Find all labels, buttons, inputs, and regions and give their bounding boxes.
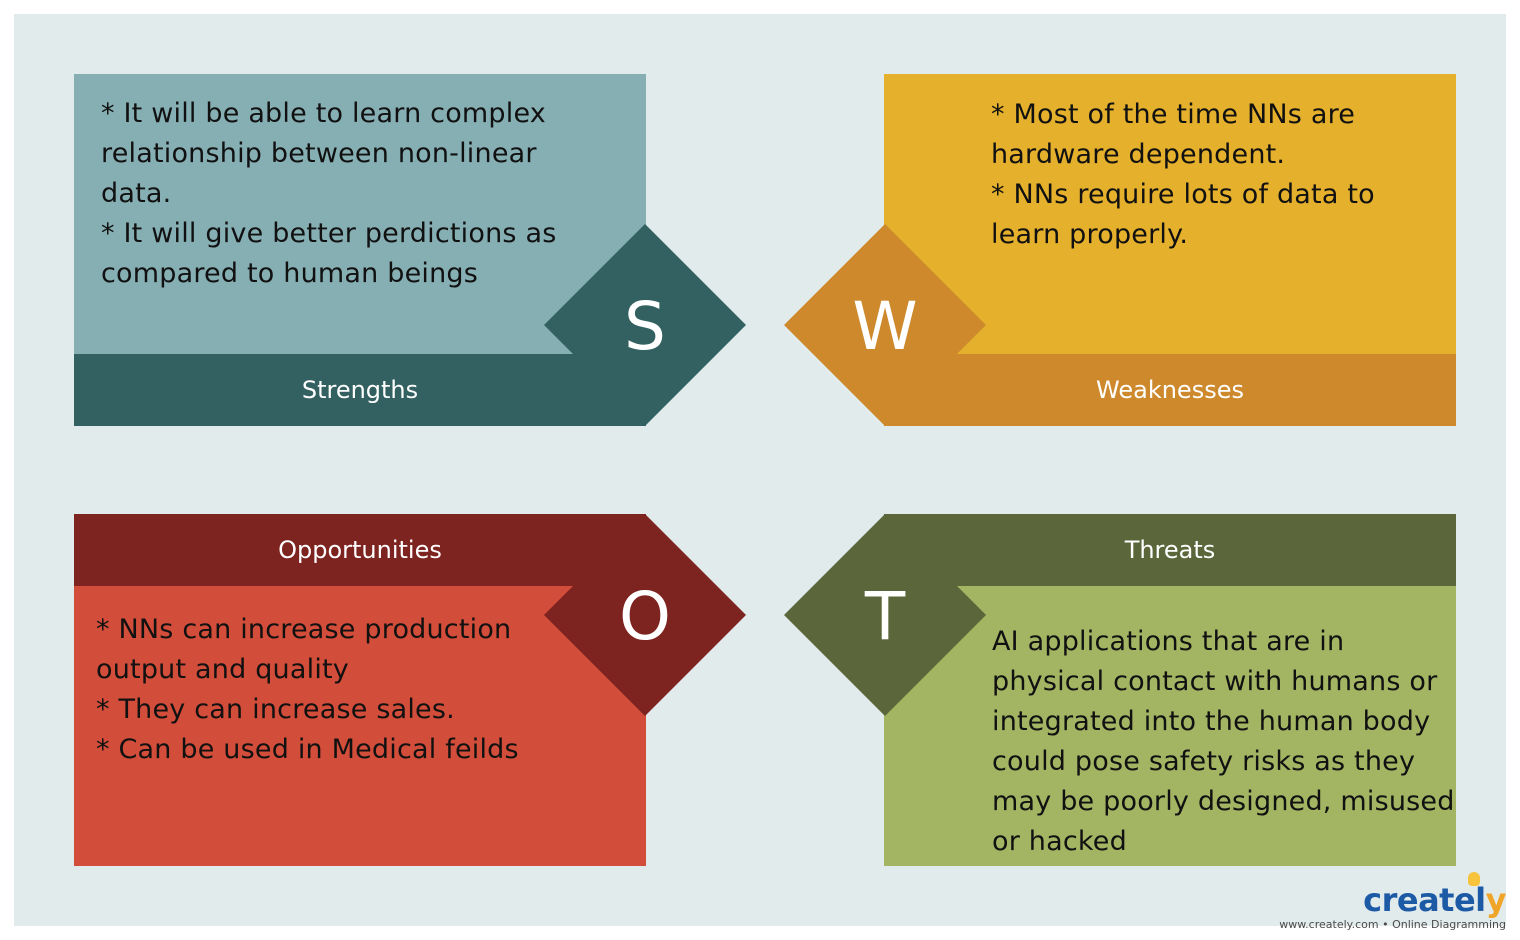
strengths-line: relationship between non-linear — [101, 138, 537, 169]
threats-body-panel — [884, 586, 1456, 866]
strengths-line: * It will be able to learn complex — [101, 98, 546, 129]
opportunities-label: Opportunities — [278, 536, 442, 564]
opportunities-letter: O — [619, 578, 671, 655]
weaknesses-label: Weaknesses — [1096, 376, 1244, 404]
weaknesses-line: hardware dependent. — [991, 139, 1286, 170]
strengths-diamond — [544, 224, 746, 426]
opportunities-body-panel — [74, 586, 646, 866]
weaknesses-letter: W — [852, 288, 918, 365]
creately-logo-main: createl — [1363, 881, 1486, 919]
opportunities-line: * NNs can increase production — [96, 614, 512, 645]
strengths-line: compared to human beings — [101, 258, 479, 289]
threats-line: could pose safety risks as they — [992, 746, 1416, 777]
strengths-line: data. — [101, 178, 172, 209]
weaknesses-label-bar — [884, 354, 1456, 426]
strengths-body-panel — [74, 74, 646, 354]
opportunities-line: * They can increase sales. — [96, 694, 455, 725]
threats-label-bar — [884, 514, 1456, 586]
creately-logo-tail: y — [1485, 881, 1507, 919]
creately-logo: creately — [1279, 882, 1506, 918]
strengths-text: * It will be able to learn complex relat… — [101, 94, 556, 294]
threats-letter: T — [864, 578, 906, 655]
threats-line: AI applications that are in — [992, 626, 1345, 657]
strengths-letter: S — [624, 288, 666, 365]
threats-diamond — [784, 514, 986, 716]
threats-line: integrated into the human body — [992, 706, 1431, 737]
weaknesses-diamond — [784, 224, 986, 426]
opportunities-label-bar — [74, 514, 646, 586]
creately-brand: creately www.creately.com • Online Diagr… — [1279, 872, 1507, 932]
strengths-line: * It will give better perdictions as — [101, 218, 557, 249]
weaknesses-body-panel — [884, 74, 1456, 354]
opportunities-line: * Can be used in Medical feilds — [96, 734, 519, 765]
threats-line: physical contact with humans or — [992, 666, 1438, 697]
lightbulb-icon — [1468, 872, 1480, 886]
opportunities-diamond — [544, 514, 746, 716]
weaknesses-line: * NNs require lots of data to — [991, 179, 1375, 210]
creately-tagline: www.creately.com • Online Diagramming — [1279, 918, 1506, 931]
threats-line: or hacked — [992, 826, 1127, 857]
weaknesses-line: * Most of the time NNs are — [991, 99, 1356, 130]
threats-line: may be poorly designed, misused — [992, 786, 1455, 817]
opportunities-text: * NNs can increase production output and… — [96, 610, 519, 770]
opportunities-line: output and quality — [96, 654, 349, 685]
strengths-label-bar — [74, 354, 646, 426]
weaknesses-text: * Most of the time NNs are hardware depe… — [991, 95, 1375, 255]
strengths-label: Strengths — [301, 376, 419, 404]
threats-label: Threats — [1124, 536, 1216, 564]
threats-text: AI applications that are in physical con… — [992, 622, 1455, 862]
weaknesses-line: learn properly. — [991, 219, 1189, 250]
